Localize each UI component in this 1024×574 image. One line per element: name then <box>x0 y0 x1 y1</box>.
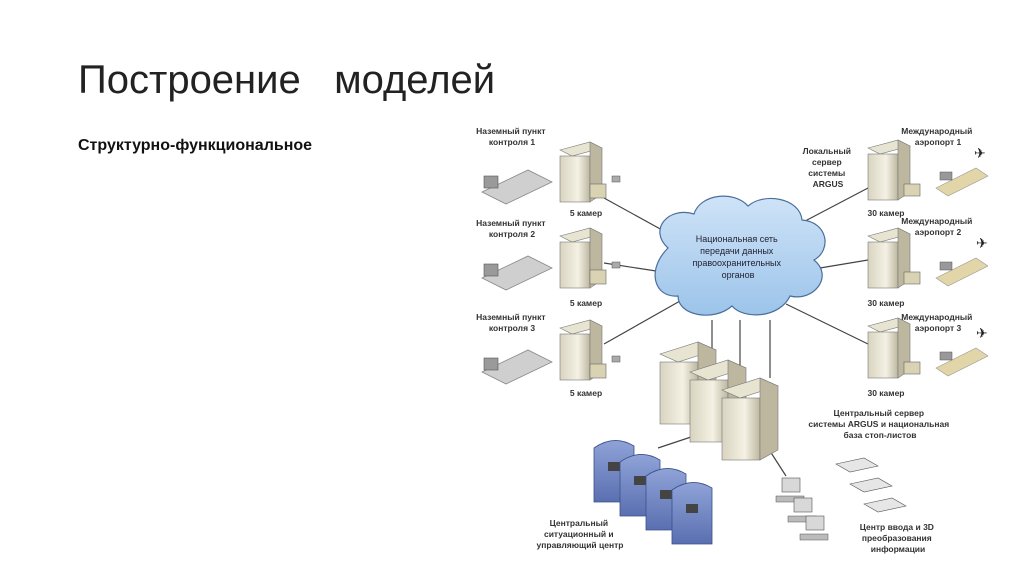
airport-3-label-1: Международный <box>901 312 972 322</box>
camera-icon <box>589 175 621 199</box>
airport-2: ✈ Международный аэропорт 2 30 камер <box>867 216 988 308</box>
cloud-line-3: правоохранительных <box>692 258 781 268</box>
svg-text:Международный аэропорт 3: Международный аэропорт 3 <box>901 312 974 333</box>
situation-center: Центральный ситуационный и управляющий ц… <box>537 440 713 550</box>
checkpoint-2: Наземный пункт контроля 2 5 камер <box>476 218 621 308</box>
computer-icon <box>799 515 829 541</box>
svg-text:Центр ввода и 3D преобра: Центр ввода и 3D преобразования информац… <box>860 522 937 554</box>
svg-text:Центральный ситуационный: Центральный ситуационный и управляющий ц… <box>537 518 624 550</box>
network-cloud: Национальная сеть передачи данных правоо… <box>654 195 826 316</box>
computer-icon <box>775 477 805 503</box>
local-server-line-1: Локальный <box>803 146 851 156</box>
central-server-line-2: системы ARGUS и национальная <box>808 419 949 429</box>
svg-text:Центральный сервер систе: Центральный сервер системы ARGUS и нацио… <box>808 408 951 440</box>
checkpoint-3-cameras: 5 камер <box>570 388 602 398</box>
svg-text:Наземный пункт контроля: Наземный пункт контроля 1 <box>476 126 548 147</box>
line-checkpoint-3 <box>603 300 681 345</box>
checkpoint-1-cameras: 5 камер <box>570 208 602 218</box>
airport-ground-icon <box>935 347 988 377</box>
input-center: Центр ввода и 3D преобразования информац… <box>775 457 937 554</box>
airport-2-label-1: Международный <box>901 216 972 226</box>
road-icon <box>481 349 553 385</box>
cloud-line-4: органов <box>722 270 755 280</box>
booth-icon <box>671 482 713 545</box>
checkpoint-2-label-2: контроля 2 <box>489 229 536 239</box>
camera-icon <box>589 261 621 285</box>
svg-text:Международный аэропорт 1: Международный аэропорт 1 <box>901 126 974 147</box>
checkpoint-3-label-1: Наземный пункт <box>476 312 545 322</box>
scanner-icon <box>835 457 907 513</box>
camera-icon <box>589 355 621 379</box>
slide-title: Построение моделей <box>78 58 496 102</box>
airport-1: ✈ Международный аэропорт 1 30 камер <box>867 126 988 218</box>
camera-icon <box>903 361 921 375</box>
svg-text:Международный аэропорт 2: Международный аэропорт 2 <box>901 216 974 237</box>
checkpoint-1-label-1: Наземный пункт <box>476 126 545 136</box>
cloud-line-2: передачи данных <box>700 246 774 256</box>
input-center-line-1: Центр ввода и 3D <box>860 522 934 532</box>
airport-2-label-2: аэропорт 2 <box>915 227 962 237</box>
checkpoint-1-label-2: контроля 1 <box>489 137 536 147</box>
server-icon <box>867 317 911 379</box>
input-center-line-3: информации <box>871 544 926 554</box>
airport-1-cameras: 30 камер <box>867 208 904 218</box>
line-airport-2 <box>819 259 869 269</box>
network-diagram: Национальная сеть передачи данных правоо… <box>476 126 988 554</box>
airplane-icon: ✈ <box>974 146 986 162</box>
central-server-line-1: Центральный сервер <box>834 408 925 418</box>
svg-text:Национальная сеть переда: Национальная сеть передачи данных правоо… <box>692 234 783 280</box>
svg-text:Наземный пункт контроля: Наземный пункт контроля 3 <box>476 312 548 333</box>
airport-1-label-1: Международный <box>901 126 972 136</box>
airport-3-cameras: 30 камер <box>867 388 904 398</box>
central-server-cluster: Центральный сервер системы ARGUS и нацио… <box>659 341 951 461</box>
airport-ground-icon <box>935 257 988 287</box>
airplane-icon: ✈ <box>976 326 988 342</box>
airport-2-cameras: 30 камер <box>867 298 904 308</box>
server-icon <box>721 377 779 461</box>
airport-1-label-2: аэропорт 1 <box>915 137 962 147</box>
checkpoint-2-cameras: 5 камер <box>570 298 602 308</box>
local-server-line-2: сервер <box>812 157 842 167</box>
local-server-label: Локальный сервер системы ARGUS <box>803 146 854 189</box>
svg-text:Наземный пункт контроля: Наземный пункт контроля 2 <box>476 218 548 239</box>
road-icon <box>481 169 553 205</box>
input-center-line-2: преобразования <box>862 533 932 543</box>
situation-center-line-2: ситуационный и <box>544 529 614 539</box>
local-server-line-4: ARGUS <box>813 179 844 189</box>
situation-center-line-1: Центральный <box>550 518 609 528</box>
camera-icon <box>903 183 921 197</box>
checkpoint-3-label-2: контроля 3 <box>489 323 536 333</box>
line-airport-3 <box>785 303 869 345</box>
local-server-line-3: системы <box>808 168 845 178</box>
checkpoint-2-label-1: Наземный пункт <box>476 218 545 228</box>
airport-3: ✈ Международный аэропорт 3 30 камер <box>867 312 988 398</box>
slide-subtitle: Структурно-функциональное <box>78 137 313 154</box>
airplane-icon: ✈ <box>976 236 988 252</box>
situation-center-line-3: управляющий центр <box>537 540 624 550</box>
camera-icon <box>903 271 921 285</box>
computer-icon <box>787 497 817 523</box>
airport-3-label-2: аэропорт 3 <box>915 323 962 333</box>
checkpoint-1: Наземный пункт контроля 1 5 камер <box>476 126 621 218</box>
server-icon <box>867 139 911 201</box>
cloud-line-1: Национальная сеть <box>696 234 778 244</box>
road-icon <box>481 255 553 291</box>
central-server-line-3: база стоп-листов <box>843 430 916 440</box>
checkpoint-3: Наземный пункт контроля 3 5 камер <box>476 312 621 398</box>
airport-ground-icon <box>935 167 988 197</box>
